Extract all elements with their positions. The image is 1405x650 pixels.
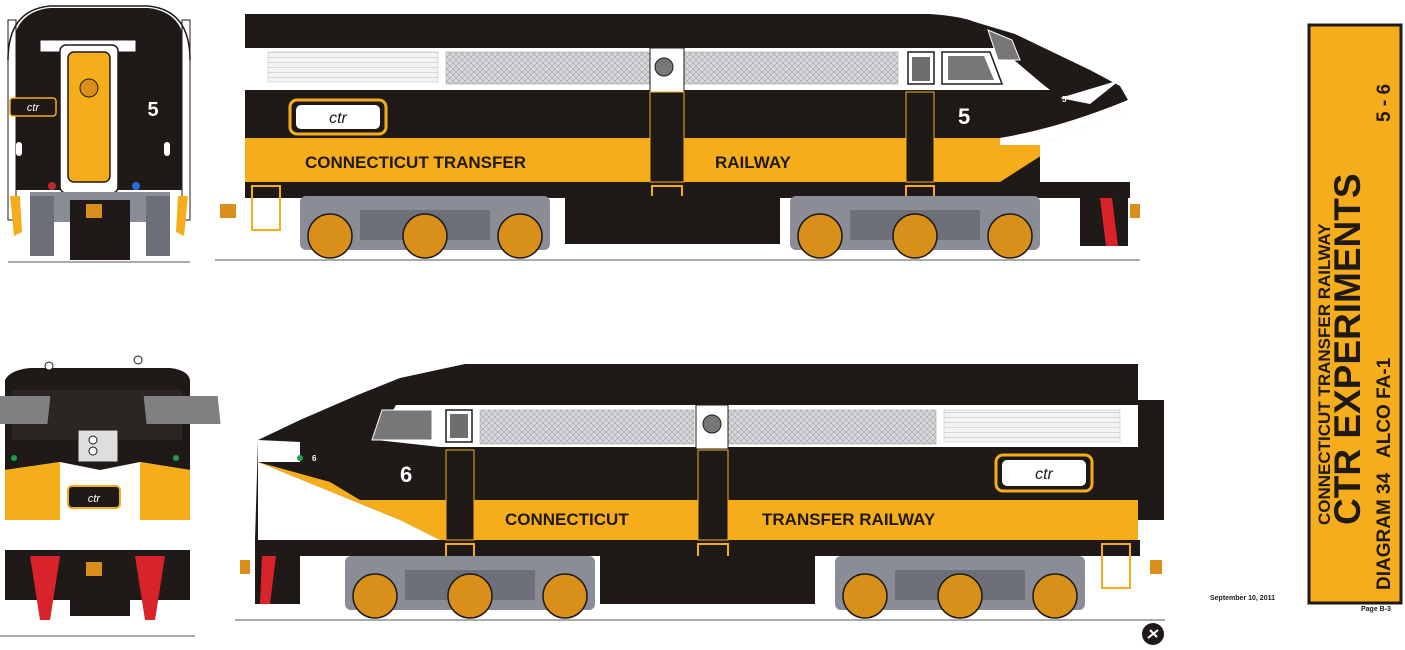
title-railroad: CONNECTICUT TRANSFER RAILWAY — [1315, 223, 1334, 525]
side-view-bottom: ctr CONNECTICUT TRANSFER RAILWAY 6 6 — [235, 364, 1165, 621]
side-bottom-lettering-left: CONNECTICUT — [505, 510, 629, 529]
title-numbers: 5 - 6 — [1374, 84, 1395, 122]
front-bottom-herald: ctr — [88, 493, 102, 505]
logo-icon — [1142, 623, 1164, 645]
side-top-nose-number: 5 — [1062, 95, 1067, 104]
side-top-herald: ctr — [329, 110, 347, 127]
side-top-cab-number: 5 — [958, 104, 970, 129]
side-bottom-nose-number: 6 — [312, 454, 317, 463]
side-bottom-herald: ctr — [1035, 466, 1053, 483]
end-view-top-herald: ctr — [27, 102, 41, 114]
front-view-bottom: ctr — [0, 355, 221, 637]
end-view-top: ctr 5 — [7, 5, 191, 263]
title-block: CONNECTICUT TRANSFER RAILWAY CTR EXPERIM… — [1307, 23, 1403, 605]
title-model: ALCO FA-1 — [1374, 357, 1395, 458]
page-label: Page B-3 — [1361, 606, 1391, 613]
side-bottom-cab-number: 6 — [400, 462, 412, 487]
side-view-top: ctr CONNECTICUT TRANSFER RAILWAY 5 5 — [215, 14, 1140, 261]
side-bottom-lettering-right: TRANSFER RAILWAY — [762, 510, 936, 529]
title-diagram: DIAGRAM 34 — [1374, 472, 1395, 590]
end-view-top-number: 5 — [147, 99, 158, 121]
side-top-lettering-right: RAILWAY — [715, 153, 792, 172]
side-top-lettering-left: CONNECTICUT TRANSFER — [305, 153, 526, 172]
title-main: CTR EXPERIMENTS — [1327, 173, 1368, 525]
date-label: September 10, 2011 — [1210, 595, 1275, 602]
